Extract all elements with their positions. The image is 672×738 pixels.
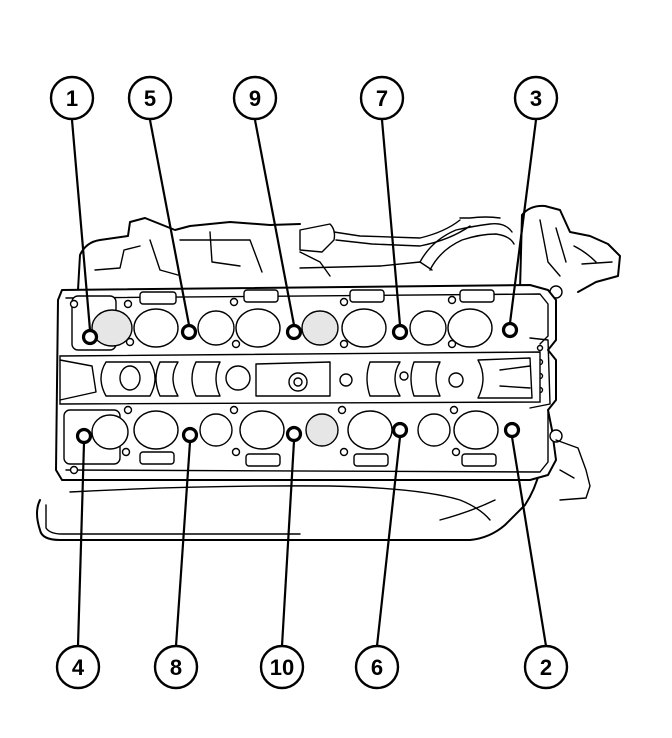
callout-label-4: 4 [72, 655, 85, 680]
callout-label-8: 8 [170, 655, 182, 680]
callout-1: 1 [49, 75, 95, 121]
callout-label-5: 5 [144, 86, 156, 111]
callout-label-10: 10 [270, 655, 294, 680]
leader-5 [148, 119, 191, 326]
callout-3: 3 [513, 75, 559, 121]
upper-chambers [69, 289, 495, 351]
middle-gallery [59, 351, 541, 405]
leader-9 [253, 119, 296, 326]
callout-5: 5 [127, 75, 173, 121]
leader-8 [174, 441, 192, 647]
callout-label-1: 1 [66, 86, 78, 111]
callout-2: 2 [523, 644, 569, 690]
head-bolt-7 [391, 323, 409, 341]
callout-6: 6 [354, 644, 400, 690]
callout-9: 9 [232, 75, 278, 121]
head-bolt-2 [503, 421, 521, 439]
callout-4: 4 [55, 644, 101, 690]
lower-casting [36, 469, 541, 541]
lower-chambers [63, 405, 499, 475]
leader-1 [70, 119, 92, 331]
head-bolt-8 [181, 426, 199, 444]
head-bolt-1 [81, 328, 99, 346]
callout-label-3: 3 [530, 86, 542, 111]
head-bolt-6 [391, 421, 409, 439]
upper-accessories [77, 204, 621, 299]
callout-10: 10 [259, 644, 305, 690]
leader-10 [280, 440, 296, 647]
head-bolts [75, 321, 521, 445]
callout-label-6: 6 [371, 655, 383, 680]
callout-label-7: 7 [376, 86, 388, 111]
head-bolt-10 [285, 425, 303, 443]
leader-4 [76, 442, 86, 647]
leader-7 [380, 119, 402, 326]
callout-8: 8 [153, 644, 199, 690]
head-bolt-9 [285, 323, 303, 341]
callout-label-9: 9 [249, 86, 261, 111]
leader-2 [510, 436, 548, 647]
callout-7: 7 [359, 75, 405, 121]
leader-6 [375, 436, 402, 647]
leader-lines [70, 119, 548, 647]
callouts: 1 5 9 7 3 4 8 10 [49, 75, 569, 690]
head-bolt-3 [501, 321, 519, 339]
head-bolt-5 [180, 323, 198, 341]
leader-3 [508, 119, 538, 324]
head-bolt-4 [75, 427, 93, 445]
callout-label-2: 2 [540, 655, 552, 680]
